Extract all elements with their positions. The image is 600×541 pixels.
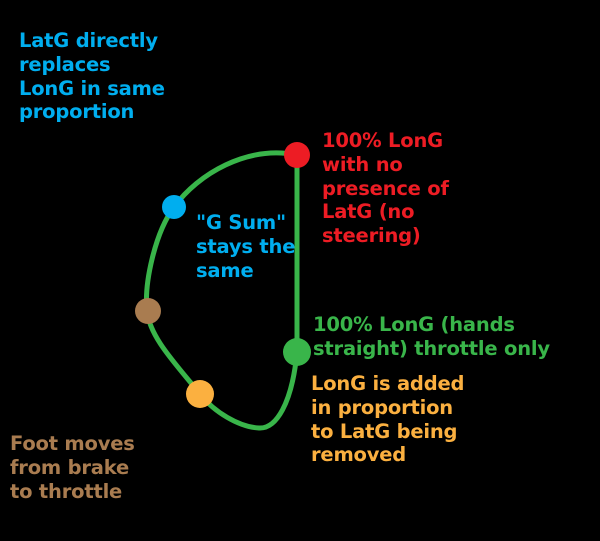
node-red[interactable] (284, 142, 310, 168)
node-green[interactable] (283, 338, 311, 366)
node-orange[interactable] (186, 380, 214, 408)
annotation-g-sum-stays-same: "G Sum" stays the same (196, 211, 296, 282)
annotation-100-long-throttle-only: 100% LonG (hands straight) throttle only (313, 313, 550, 360)
annotation-long-added-in-proportion: LonG is added in proportion to LatG bein… (311, 372, 465, 467)
annotation-latg-replaces-long: LatG directly replaces LonG in same prop… (19, 29, 165, 124)
annotation-foot-moves-brake-to-throttle: Foot moves from brake to throttle (10, 432, 135, 503)
node-blue[interactable] (162, 195, 186, 219)
annotation-100-long-no-latg: 100% LonG with no presence of LatG (no s… (322, 129, 449, 248)
loop-path (144, 150, 300, 431)
node-brown[interactable] (135, 298, 161, 324)
